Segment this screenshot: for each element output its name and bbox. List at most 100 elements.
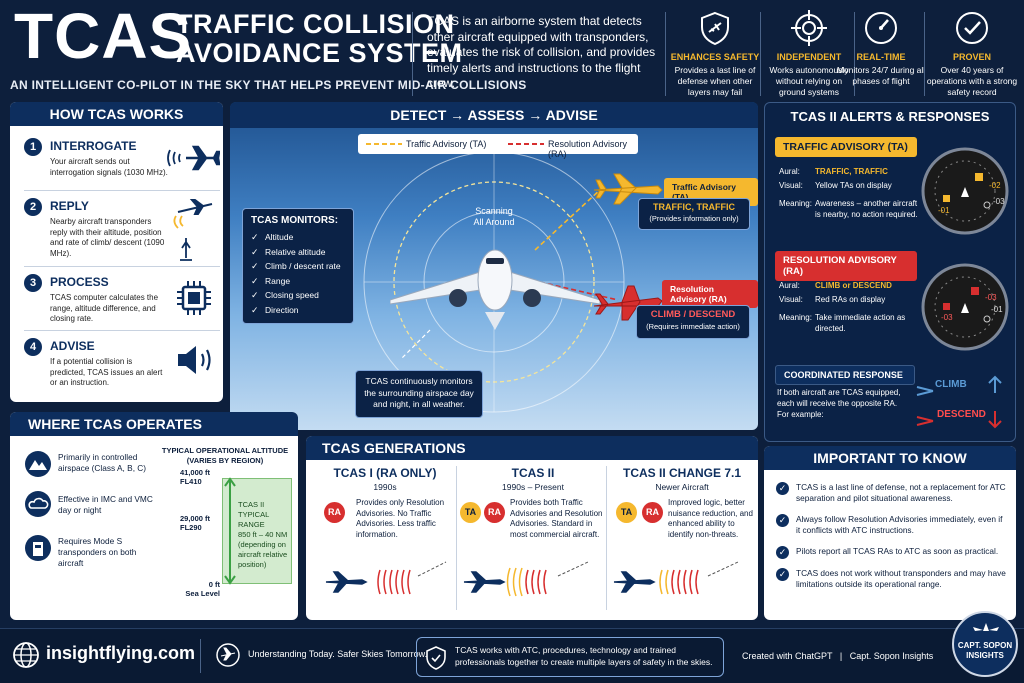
detect-assess-advise-diagram: DETECT → ASSESS → ADVISE Traffic Advisor…: [230, 102, 758, 430]
divider: [760, 12, 761, 96]
logo-text: INSIGHTS: [966, 651, 1004, 660]
ra-details: Aural: CLIMB or DESCEND Visual: Red RAs …: [779, 281, 906, 333]
aircraft-signal-icon: [463, 561, 589, 597]
signal-plane-icon: [167, 145, 220, 171]
ra-legend-line-icon: [508, 143, 544, 145]
check-icon: ✓: [776, 514, 789, 527]
diagram-title: DETECT → ASSESS → ADVISE: [230, 102, 758, 128]
panel-title: TCAS II ALERTS & RESPONSES: [790, 109, 990, 124]
logo-text: CAPT. SOPON: [957, 641, 1013, 650]
how-tcas-works-panel: HOW TCAS WORKS 1 INTERROGATE Your aircra…: [10, 102, 223, 402]
coordinated-text: If both aircraft are TCAS equipped, each…: [777, 388, 901, 419]
shield-plane-icon: [701, 11, 729, 46]
list-item: Relative altitude: [251, 245, 345, 260]
ta-target-label: -01: [938, 206, 950, 215]
speaker-icon: [178, 346, 211, 374]
scanning-label: Scanning All Around: [473, 206, 515, 227]
subtitle: AN INTELLIGENT CO-PILOT IN THE SKY THAT …: [10, 78, 527, 92]
ra-callout: CLIMB / DESCEND (Requires immediate acti…: [636, 305, 750, 339]
feature-real-time: REAL-TIME Monitors 24/7 during all phase…: [836, 10, 926, 87]
bottom-note: TCAS continuously monitors the surroundi…: [355, 370, 483, 418]
list-item: Climb / descent rate: [251, 259, 345, 274]
divider: [200, 639, 201, 673]
generation-tcas-2-change-7-1: TCAS II CHANGE 7.1 Newer Aircraft TA RA …: [610, 466, 754, 595]
shield-check-icon: [426, 646, 446, 670]
traffic-aircraft-icon: [593, 173, 663, 205]
ta-badge: TA: [460, 502, 481, 523]
feature-enhances-safety: ENHANCES SAFETY Provides a last line of …: [670, 10, 760, 98]
ra-target-label: -01: [991, 305, 1003, 314]
ta-target-label: -02: [989, 181, 1001, 190]
ta-details: Aural: TRAFFIC, TRAFFIC Visual: Yellow T…: [779, 167, 918, 219]
ra-target-label: -03: [985, 293, 997, 302]
wings-icon: [973, 623, 999, 631]
generation-tcas-1: TCAS I (RA ONLY) 1990s RA Provides only …: [312, 466, 458, 595]
panel-title: TCAS GENERATIONS: [306, 436, 758, 460]
ra-display-icon: [921, 263, 1009, 351]
divider: [854, 12, 855, 96]
footer: insightflying.com Understanding Today. S…: [0, 611, 1024, 683]
site-link[interactable]: insightflying.com: [46, 643, 196, 663]
ta-legend-line-icon: [366, 143, 402, 145]
check-icon: ✓: [776, 546, 789, 559]
divider: [412, 12, 413, 96]
ra-target-label: -03: [941, 313, 953, 322]
generation-tcas-2: TCAS II 1990s – Present TA RA Provides b…: [460, 466, 606, 597]
divider: [665, 12, 666, 96]
where-item: Effective in IMC and VMC day or night: [58, 494, 153, 515]
list-item: Direction: [251, 303, 345, 318]
crosshair-icon: [791, 10, 827, 46]
reply-plane-icon: [173, 199, 213, 261]
list-item: Range: [251, 274, 345, 289]
list-item: ✓TCAS does not work without transponders…: [776, 568, 1008, 590]
ta-display-icon: [921, 147, 1009, 235]
altitude-title: TYPICAL OPERATIONAL ALTITUDE (VARIES BY …: [161, 446, 289, 465]
divider: [924, 12, 925, 96]
divider: [606, 466, 607, 610]
coordinated-arrows-icon: [916, 375, 1002, 429]
range-text: TCAS II TYPICAL RANGE 850 ft – 40 NM (de…: [238, 500, 288, 569]
divider: [24, 190, 220, 191]
ta-heading: TRAFFIC ADVISORY (TA): [775, 137, 917, 157]
range-band: [222, 478, 292, 584]
where-item: Requires Mode S transponders on both air…: [58, 536, 137, 568]
check-icon: ✓: [776, 568, 789, 581]
own-aircraft-icon: [390, 249, 600, 330]
feature-independent: INDEPENDENT Works autonomously without r…: [764, 10, 854, 98]
where-tcas-operates-panel: WHERE TCAS OPERATES Primarily in control…: [10, 412, 298, 620]
ra-badge: RA: [642, 502, 663, 523]
logo-badge: CAPT. SOPON INSIGHTS: [952, 611, 1018, 677]
panel-title: HOW TCAS WORKS: [10, 102, 223, 126]
transponder-icon: [25, 535, 51, 561]
panel-title: IMPORTANT TO KNOW: [764, 446, 1016, 470]
aircraft-signal-icon: [325, 561, 447, 595]
globe-icon: [13, 642, 39, 668]
main-title: TCAS: [14, 0, 193, 72]
descend-label: DESCEND: [937, 409, 986, 420]
gauge-icon: [865, 12, 897, 44]
plane-circle-icon: [216, 643, 240, 667]
footer-note: TCAS works with ATC, procedures, technol…: [455, 645, 713, 667]
credit: Created with ChatGPT | Capt. Sopon Insig…: [742, 651, 934, 661]
ta-callout: TRAFFIC, TRAFFIC (Provides information o…: [638, 198, 750, 230]
list-item: Closing speed: [251, 288, 345, 303]
footer-note-box: TCAS works with ATC, procedures, technol…: [416, 637, 724, 677]
intro-text: TCAS is an airborne system that detects …: [427, 14, 656, 90]
tagline: Understanding Today. Safer Skies Tomorro…: [248, 649, 428, 659]
scan-rings: [363, 151, 625, 413]
tcas-monitors-box: TCAS MONITORS: Altitude Relative altitud…: [242, 208, 354, 324]
chip-icon: [177, 281, 211, 315]
alt-label-top: 41,000 ft FL410: [180, 468, 211, 486]
ra-tag: Resolution Advisory (RA): [662, 280, 758, 308]
diagram-legend: Traffic Advisory (TA) Resolution Advisor…: [358, 134, 638, 159]
alt-label-mid: 29,000 ft FL290: [180, 514, 211, 532]
ra-heading: RESOLUTION ADVISORY (RA): [775, 251, 917, 281]
alt-label-bottom: 0 ft Sea Level: [185, 580, 220, 598]
important-to-know-panel: IMPORTANT TO KNOW ✓TCAS is a last line o…: [764, 446, 1016, 620]
list-item: Altitude: [251, 230, 345, 245]
ra-badge: RA: [484, 502, 505, 523]
divider: [24, 330, 220, 331]
coordinated-heading: COORDINATED RESPONSE: [775, 365, 915, 385]
list-item: ✓Pilots report all TCAS RAs to ATC as so…: [776, 546, 1008, 559]
range-arrow-icon: [224, 477, 236, 585]
